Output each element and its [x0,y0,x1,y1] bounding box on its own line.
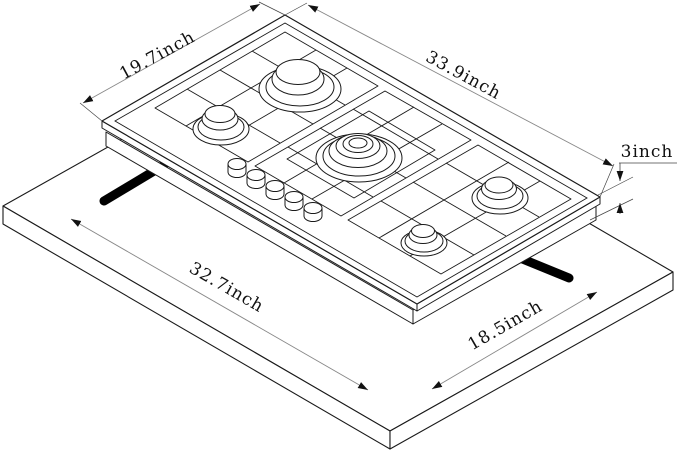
knob-5 [303,202,323,222]
knob-2 [246,169,266,189]
burner-medium-right [471,176,529,215]
dim-label-33-9: 33.9inch [422,47,504,104]
dim-label-3: 3inch [621,142,674,162]
control-knobs [227,158,323,222]
dim-cooktop-height: 3inch [589,142,677,221]
burner-wok-center [315,133,403,183]
knob-3 [265,180,285,200]
cutout-slot-right [515,253,574,283]
knob-4 [284,191,304,211]
burner-medium-left [192,105,250,146]
burner-small-front-right [400,224,448,257]
knob-1 [227,158,247,178]
